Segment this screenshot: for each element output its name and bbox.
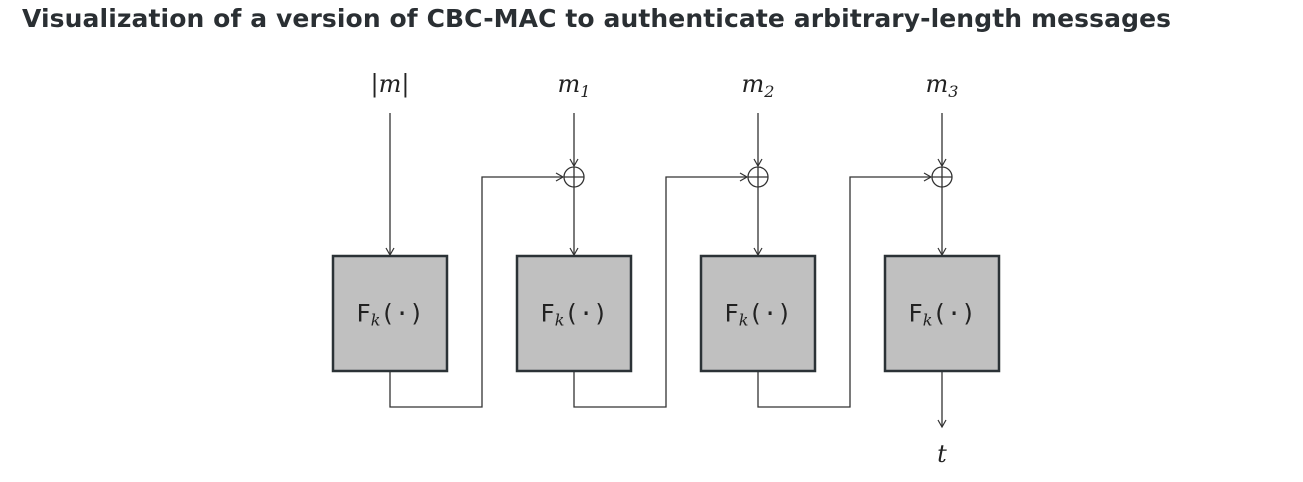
prf-block-3	[883, 254, 1001, 373]
input-label-0: |m|	[371, 70, 410, 99]
prf-block-2	[699, 254, 817, 373]
diagram-title: Visualization of a version of CBC-MAC to…	[22, 4, 1172, 33]
input-label-1: m1	[558, 70, 591, 101]
chain-arrow-2	[573, 172, 749, 408]
input-label-2: m2	[742, 70, 775, 101]
prf-block-0	[331, 254, 449, 373]
output-label: t	[937, 440, 947, 468]
prf-block-label-3: Fk(·)	[908, 300, 976, 330]
input-label-3: m3	[926, 70, 959, 101]
chain-arrow-1	[389, 172, 565, 408]
prf-block-label-0: Fk(·)	[356, 300, 424, 330]
prf-block-1	[515, 254, 633, 373]
chain-arrow-3	[757, 172, 933, 408]
prf-block-label-1: Fk(·)	[540, 300, 608, 330]
prf-block-label-2: Fk(·)	[724, 300, 792, 330]
